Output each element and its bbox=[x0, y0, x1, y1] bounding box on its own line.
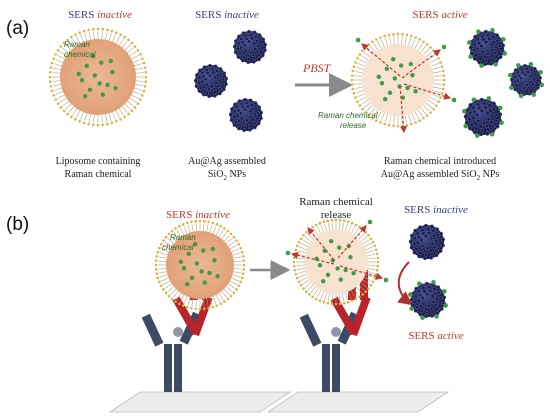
liposome-with-raman-chemical bbox=[154, 219, 246, 311]
sers-active-label-a: SERS active bbox=[412, 9, 467, 21]
caption-liposome-line1: Liposome containing bbox=[56, 156, 141, 167]
raman-chemical-dots bbox=[376, 57, 418, 102]
release-arrows bbox=[361, 43, 452, 134]
panel-a-label: (a) bbox=[6, 18, 29, 39]
raman-chemical-release-label-a-line2: release bbox=[340, 121, 367, 130]
au-ag-sio2-nanoparticle bbox=[408, 223, 446, 261]
liposome-with-raman-chemical bbox=[48, 27, 148, 127]
caption-nps-line2: SiO2 NPs bbox=[208, 169, 246, 182]
sers-inactive-label-b-left: SERS inactive bbox=[166, 209, 230, 221]
pbst-label: PBST bbox=[302, 61, 332, 75]
liposome-core bbox=[304, 230, 368, 294]
raman-chemical-label-a-line2: chemical bbox=[64, 50, 96, 59]
au-ag-sio2-nanoparticle bbox=[232, 29, 268, 65]
raman-chemical-release-label-b-line2: release bbox=[321, 209, 352, 221]
sers-inactive-label-b-right: SERS inactive bbox=[404, 204, 468, 216]
raman-labeled-nanoparticle bbox=[507, 61, 545, 99]
substrate-surface bbox=[266, 391, 450, 413]
sers-active-label-b: SERS active bbox=[408, 330, 463, 342]
caption-introduced-line2: Au@Ag assembled SiO2 NPs bbox=[381, 169, 500, 182]
sers-inactive-label-a-left: SERS inactive bbox=[68, 9, 132, 21]
ruptured-liposome bbox=[350, 32, 457, 134]
caption-introduced-line1: Raman chemical introduced bbox=[384, 156, 496, 167]
raman-chemical-label-b-line2: chemical bbox=[162, 243, 194, 252]
substrate-surface bbox=[108, 391, 292, 413]
raman-chemical-dots bbox=[314, 239, 356, 284]
raman-chemical-label-a-line1: Raman bbox=[64, 40, 90, 49]
raman-chemical-dots bbox=[76, 54, 118, 99]
caption-liposome-line2: Raman chemical bbox=[65, 169, 132, 180]
raman-labeled-nanoparticle bbox=[467, 28, 507, 68]
raman-chemical-label-b-line1: Raman bbox=[170, 233, 196, 242]
raman-chemical-release-label-a-line1: Raman chemical bbox=[318, 111, 378, 120]
raman-chemical-release-label-b-line1: Raman chemical bbox=[299, 196, 373, 208]
au-ag-sio2-nanoparticle bbox=[193, 63, 229, 99]
liposome-core bbox=[362, 44, 434, 116]
liposome-core bbox=[166, 231, 234, 299]
caption-nps-line1: Au@Ag assembled bbox=[188, 156, 266, 167]
activation-arrow bbox=[397, 261, 413, 306]
panel-b-label: (b) bbox=[6, 214, 29, 235]
au-ag-sio2-nanoparticle bbox=[228, 97, 264, 133]
raman-labeled-nanoparticle bbox=[408, 280, 448, 320]
sers-inactive-label-a-mid: SERS inactive bbox=[195, 9, 259, 21]
raman-labeled-nanoparticle bbox=[462, 96, 504, 138]
ruptured-liposome bbox=[285, 218, 389, 306]
release-arrows bbox=[290, 225, 384, 280]
liposome-core bbox=[60, 39, 136, 115]
raman-chemical-dots bbox=[178, 242, 220, 287]
